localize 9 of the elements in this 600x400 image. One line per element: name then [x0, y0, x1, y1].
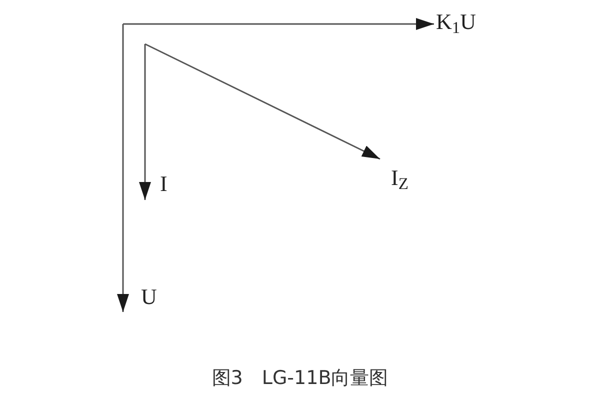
- figure-caption: 图3 LG-11B向量图: [210, 366, 390, 391]
- vector-label: I: [160, 171, 168, 196]
- vector-label: K$_{1}$U: [436, 9, 476, 34]
- vector-arrow: [117, 24, 129, 312]
- vector-label: U: [141, 284, 157, 309]
- vector-arrow: [144, 43, 380, 160]
- vector-arrow: [139, 44, 151, 200]
- vector-arrow: [123, 18, 434, 30]
- vector-label: I$_{Z}$: [391, 165, 408, 190]
